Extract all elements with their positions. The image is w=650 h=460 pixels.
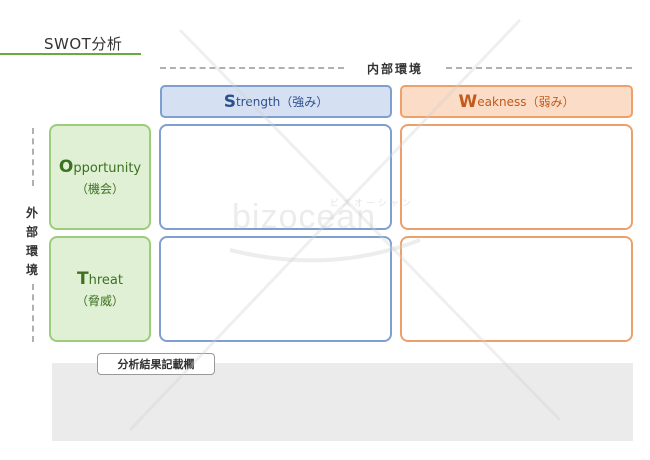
analysis-result-area[interactable] xyxy=(52,363,633,441)
weakness-opportunity-cell[interactable] xyxy=(400,124,633,230)
opportunity-title: Opportunity xyxy=(59,157,141,177)
external-divider-bottom xyxy=(32,284,34,342)
internal-divider-right xyxy=(446,67,632,69)
opportunity-initial: O xyxy=(58,157,74,177)
threat-initial: T xyxy=(77,269,89,289)
page-title: SWOT分析 xyxy=(44,35,123,53)
external-environment-label: 外 部 環 境 xyxy=(22,204,42,280)
opportunity-header: Opportunity （機会） xyxy=(49,124,151,230)
strength-initial: S xyxy=(223,91,236,112)
threat-subtitle: （脅威） xyxy=(75,294,124,308)
watermark-logo: bizocean xyxy=(232,198,377,236)
strength-opportunity-cell[interactable] xyxy=(159,124,392,230)
analysis-result-label: 分析結果記載欄 xyxy=(97,353,215,375)
external-char: 外 xyxy=(25,206,38,220)
threat-label: hreat xyxy=(88,273,123,288)
title-underline xyxy=(0,53,141,55)
strength-threat-cell[interactable] xyxy=(159,236,392,342)
opportunity-subtitle: （機会） xyxy=(75,182,124,196)
external-divider-top xyxy=(32,128,34,186)
strength-label: trength（強み） xyxy=(235,95,329,109)
weakness-threat-cell[interactable] xyxy=(400,236,633,342)
external-char: 部 xyxy=(25,225,38,239)
external-char: 環 xyxy=(25,244,38,258)
opportunity-label: pportunity xyxy=(73,161,142,176)
internal-environment-label: 内部環境 xyxy=(366,62,423,76)
weakness-initial: W xyxy=(458,91,478,112)
threat-title: Threat xyxy=(77,269,123,289)
weakness-label: eakness（弱み） xyxy=(477,95,575,109)
threat-header: Threat （脅威） xyxy=(49,236,151,342)
watermark-subtext: ビズオーシャン xyxy=(330,199,414,209)
external-char: 境 xyxy=(25,263,38,277)
internal-divider-left xyxy=(160,67,344,69)
